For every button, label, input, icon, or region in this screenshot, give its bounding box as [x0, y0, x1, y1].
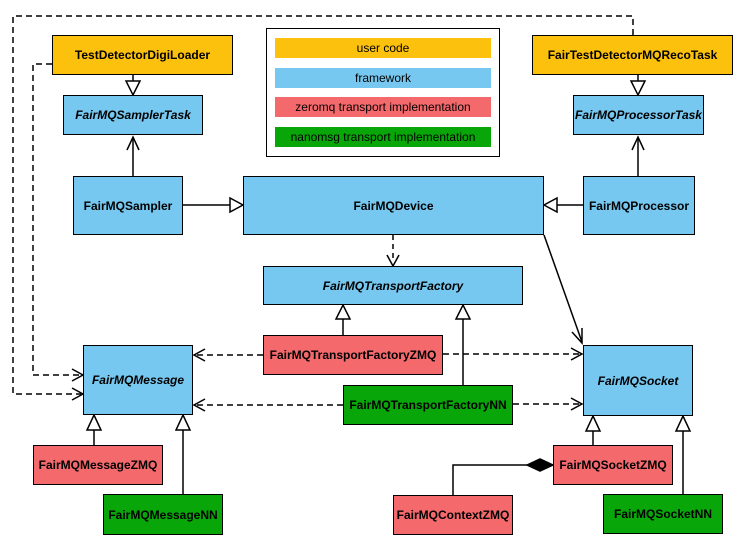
class-box-fairmqsocketzmq: FairMQSocketZMQ	[553, 445, 673, 485]
edge-inheritance-sampler-device	[183, 196, 245, 214]
legend-item-zeromq: zeromq transport implementation	[275, 97, 491, 118]
edge-dependency-tfnn-message	[192, 398, 343, 412]
class-box-fairmqmessage: FairMQMessage	[83, 345, 193, 415]
edge-dependency-tfzmq-message	[192, 348, 263, 362]
legend-box: user code framework zeromq transport imp…	[266, 28, 500, 157]
class-box-fairmqdevice: FairMQDevice	[243, 176, 544, 235]
edge-inheritance-socketzmq-socket	[584, 414, 602, 445]
edge-inheritance-messagenn-message	[174, 413, 192, 494]
class-box-fairmqmessagezmq: FairMQMessageZMQ	[33, 445, 163, 485]
edge-association-sampler-samplertask	[126, 135, 140, 176]
class-box-fairmqtransportfactory: FairMQTransportFactory	[263, 266, 523, 305]
class-box-fairmqsampler: FairMQSampler	[73, 176, 183, 235]
edge-dependency-tfnn-socket	[513, 397, 584, 411]
class-box-fairmqprocessor: FairMQProcessor	[583, 176, 695, 235]
legend-item-user-code: user code	[275, 38, 491, 58]
edge-dependency-tfzmq-socket	[443, 347, 584, 361]
class-box-fairmqsocketnn: FairMQSocketNN	[603, 494, 723, 534]
edge-inheritance-tfnn-transportfactory	[454, 303, 472, 385]
class-box-fairmqprocessortask: FairMQProcessorTask	[573, 95, 704, 135]
edge-inheritance-recotask-processortask	[629, 75, 647, 97]
legend-item-nanomsg: nanomsg transport implementation	[275, 126, 491, 147]
class-box-fairmqtransportfactoryzmq: FairMQTransportFactoryZMQ	[263, 335, 443, 375]
edge-dependency-device-transportfactory	[386, 235, 400, 268]
legend-item-framework: framework	[275, 67, 491, 88]
edge-inheritance-digiloader-samplertask	[124, 75, 142, 97]
class-box-fairmqmessagenn: FairMQMessageNN	[103, 494, 223, 535]
edge-inheritance-processor-device	[542, 196, 583, 214]
class-box-fairmqtransportfactorynn: FairMQTransportFactoryNN	[343, 385, 513, 425]
class-box-fairmqcontextzmq: FairMQContextZMQ	[393, 495, 513, 535]
edge-inheritance-messagezmq-message	[85, 413, 103, 445]
edge-inheritance-tfzmq-transportfactory	[334, 303, 352, 335]
edge-association-device-socket	[543, 234, 583, 345]
class-box-testdetectordigiloader: TestDetectorDigiLoader	[52, 35, 233, 75]
class-box-fairtestdetectormqrecotask: FairTestDetectorMQRecoTask	[532, 35, 733, 75]
edge-composition-contextzmq-socketzmq	[452, 458, 555, 495]
class-box-fairmqsamplertask: FairMQSamplerTask	[63, 95, 203, 135]
edge-inheritance-socketnn-socket	[674, 414, 692, 494]
edge-association-processor-processortask	[631, 135, 645, 176]
class-box-fairmqsocket: FairMQSocket	[583, 345, 693, 416]
